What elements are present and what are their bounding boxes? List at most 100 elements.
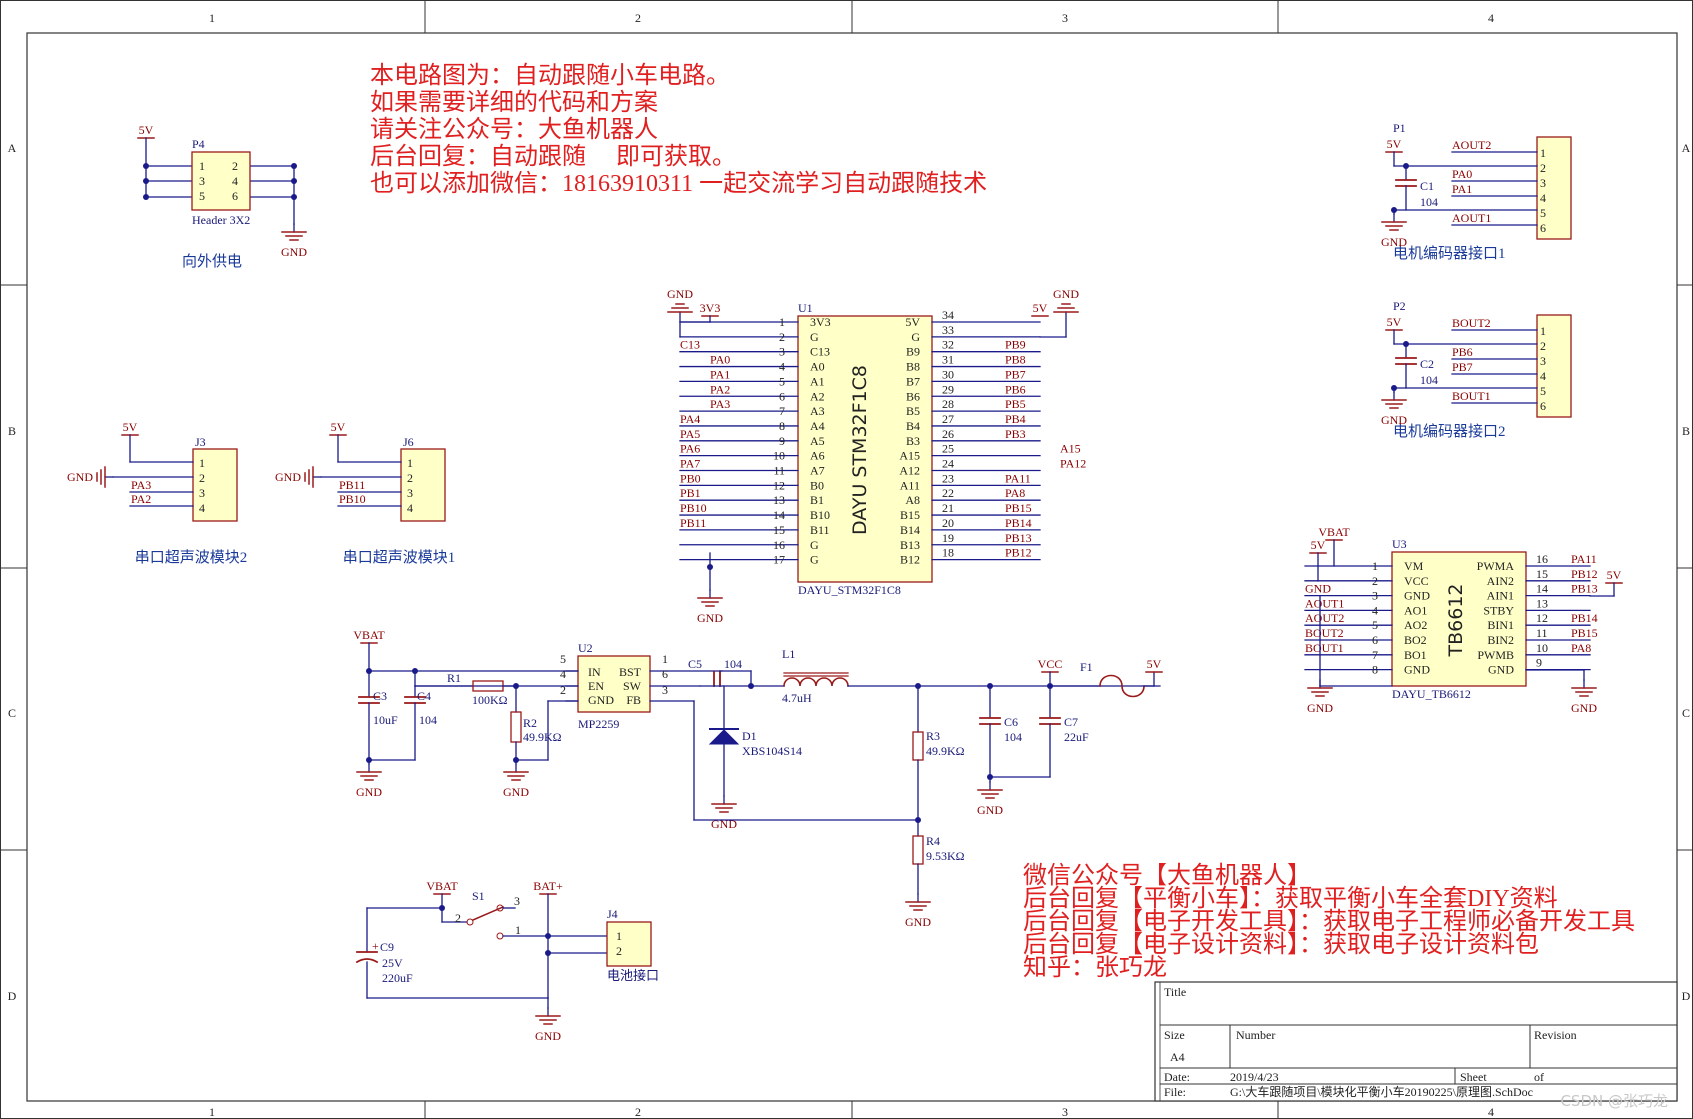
net-label: PA0 — [710, 353, 730, 367]
value: 10uF — [373, 713, 398, 727]
net-label: PA8 — [1571, 641, 1591, 655]
file-value: G:\大车跟随项目\模块化平衡小车20190225\原理图.SchDoc — [1230, 1084, 1533, 1099]
pin-name: B7 — [906, 374, 920, 388]
designator: P2 — [1393, 299, 1406, 313]
value: XBS104S14 — [742, 744, 802, 758]
net-label: PA2 — [131, 492, 151, 506]
pin-number: 6 — [1372, 633, 1378, 647]
net-label: PB7 — [1005, 367, 1026, 381]
net-label: PB12 — [1005, 546, 1032, 560]
net-label: PB12 — [1571, 567, 1598, 581]
module-caption: 串口超声波模块2 — [135, 548, 248, 566]
pin-number: 2 — [560, 683, 566, 697]
gnd-label: GND — [1381, 413, 1407, 427]
designator: S1 — [472, 889, 485, 903]
pin-number: 2 — [616, 944, 622, 958]
pin-name: 3V3 — [810, 315, 831, 329]
net-label: PA8 — [1005, 486, 1025, 500]
pin-name: SW — [623, 679, 642, 693]
pin-name: A15 — [899, 449, 920, 463]
pin-name: BO2 — [1404, 633, 1427, 647]
pin-number: 7 — [779, 404, 785, 418]
net-label: PB10 — [339, 492, 366, 506]
net-label: AOUT1 — [1305, 596, 1344, 610]
net-label: AOUT1 — [1452, 211, 1491, 225]
pin-number: 8 — [1372, 663, 1378, 677]
value: 104 — [724, 657, 742, 671]
net-label: BOUT2 — [1305, 626, 1344, 640]
net-label: PB8 — [1005, 353, 1026, 367]
net-label: BOUT1 — [1452, 389, 1491, 403]
pin-number: 7 — [1372, 648, 1378, 662]
pin-number: 18 — [942, 546, 954, 560]
value: 22uF — [1064, 730, 1089, 744]
net-label: PB6 — [1452, 345, 1473, 359]
note-line: 后台回复【电子开发工具】：获取电子工程师必备开发工具 — [1023, 908, 1635, 935]
pin-number: 5 — [1540, 384, 1546, 398]
pin-number: 21 — [942, 501, 954, 515]
value: 104 — [419, 713, 437, 727]
zone-column-4-bottom: 4 — [1488, 1105, 1494, 1119]
designator: R4 — [926, 834, 940, 848]
zone-row-B-right: B — [1682, 424, 1690, 438]
gnd-label: GND — [905, 915, 931, 929]
gnd-label: GND — [697, 611, 723, 625]
pin-number: 10 — [773, 449, 785, 463]
pin-number: 3 — [1372, 589, 1378, 603]
value: 9.53KΩ — [926, 849, 965, 863]
net-label: GND — [1305, 582, 1331, 596]
zone-column-1-bottom: 1 — [209, 1105, 215, 1119]
designator: C6 — [1004, 715, 1018, 729]
pin-name: A7 — [810, 464, 825, 478]
net-label: PB15 — [1571, 626, 1598, 640]
pin-name: BIN1 — [1487, 618, 1514, 632]
pin-number: 4 — [199, 501, 205, 515]
pin-number: 11 — [1536, 626, 1548, 640]
pin-number: 2 — [1372, 574, 1378, 588]
chip-name: DAYU STM32F1C8 — [849, 365, 871, 535]
number-label: Number — [1236, 1028, 1275, 1042]
power-label-5v: 5V — [1311, 538, 1326, 552]
note-line: 也可以添加微信：18163910311 一起交流学习自动跟随技术 — [370, 170, 987, 197]
pin-number: 4 — [779, 360, 785, 374]
pin-name: AO1 — [1404, 603, 1427, 617]
designator: R1 — [447, 671, 461, 685]
power-label-vbat: VBAT — [426, 879, 458, 893]
pin-number: 1 — [1540, 146, 1546, 160]
zone-row-D-right: D — [1682, 989, 1691, 1003]
pin-number: 23 — [942, 471, 954, 485]
net-label: PB1 — [680, 486, 701, 500]
value: 4.7uH — [782, 691, 812, 705]
pin-number: 4 — [407, 501, 413, 515]
pin-name: BIN2 — [1487, 633, 1514, 647]
pin-number: 19 — [942, 531, 954, 545]
pin-number: 3 — [199, 486, 205, 500]
pin-name: FB — [626, 693, 641, 707]
designator: D1 — [742, 729, 757, 743]
pin-number: 4 — [560, 667, 566, 681]
gnd-label: GND — [281, 245, 307, 259]
note-line: 后台回复：自动跟随 即可获取。 — [370, 143, 736, 170]
pin-number: 3 — [514, 894, 520, 908]
file-label: File: — [1164, 1085, 1186, 1099]
pin-number: 5 — [560, 652, 566, 666]
net-label: PB9 — [1005, 338, 1026, 352]
pin-number: 22 — [942, 486, 954, 500]
gnd-label: GND — [503, 785, 529, 799]
zone-row-D: D — [8, 989, 17, 1003]
pin-number: 30 — [942, 367, 954, 381]
pin-number: 3 — [779, 345, 785, 359]
zone-column-1: 1 — [209, 11, 215, 25]
net-label: PB15 — [1005, 501, 1032, 515]
net-label: PA5 — [680, 427, 700, 441]
net-label: PB13 — [1571, 582, 1598, 596]
pin-number: 1 — [407, 456, 413, 470]
pin-number: 6 — [662, 667, 668, 681]
designator: C5 — [688, 657, 702, 671]
net-label: PB11 — [680, 516, 706, 530]
value: 49.9KΩ — [926, 744, 965, 758]
